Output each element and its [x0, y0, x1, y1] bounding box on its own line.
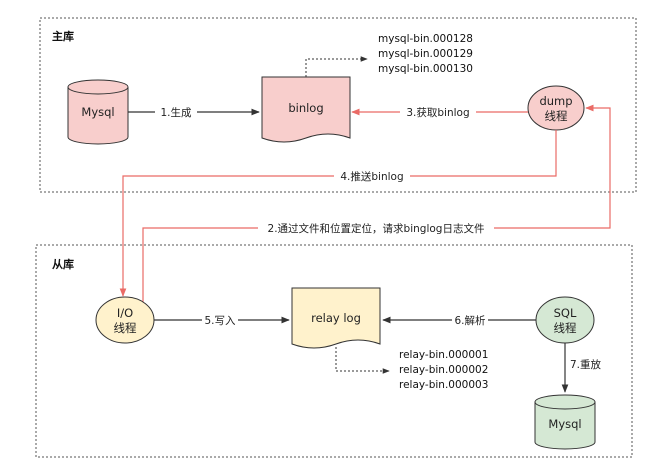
relay-file-3: relay-bin.000003 — [399, 379, 488, 391]
mysql-master-cylinder — [67, 79, 129, 145]
relay-file-2: relay-bin.000002 — [399, 364, 488, 376]
mysql-slave-cylinder — [534, 394, 596, 450]
edge-read-binlog-label: 3.获取binlog — [406, 107, 469, 119]
relay-files-connector — [335, 347, 390, 374]
io-thread-node — [95, 296, 155, 344]
binlog-document — [261, 76, 351, 143]
relay-file-1: relay-bin.000001 — [399, 349, 488, 361]
dump-thread-node — [527, 85, 585, 131]
edge-parse-label: 6.解析 — [454, 314, 486, 327]
binlog-file-3: mysql-bin.000130 — [378, 63, 473, 75]
binlog-label: binlog — [288, 101, 323, 115]
dump-thread-label-line2: 线程 — [545, 109, 568, 123]
mysql-master-label: Mysql — [81, 105, 114, 119]
binlog-files-connector — [305, 56, 368, 77]
relay-log-document — [291, 287, 381, 349]
binlog-file-2: mysql-bin.000129 — [378, 48, 473, 60]
dump-thread-label-line1: dump — [539, 94, 572, 108]
binlog-file-1: mysql-bin.000128 — [378, 33, 473, 45]
mysql-slave-label: Mysql — [548, 417, 581, 431]
io-thread-label-line2: 线程 — [114, 321, 137, 335]
edge-request — [142, 104, 611, 305]
edge-write-label: 5.写入 — [204, 315, 236, 327]
slave-region-label: 从库 — [52, 257, 74, 271]
sql-thread-node — [535, 296, 595, 344]
relay-log-label: relay log — [311, 311, 361, 325]
binlog-file-list: mysql-bin.000128 mysql-bin.000129 mysql-… — [378, 33, 473, 75]
edge-push-binlog — [119, 130, 557, 297]
edge-generate-label: 1.生成 — [160, 106, 192, 119]
master-region — [39, 17, 637, 193]
sql-thread-label-line1: SQL — [554, 306, 577, 320]
edge-replay-label: 7.重放 — [570, 358, 602, 371]
edge-request-label: 2.通过文件和位置定位，请求binglog日志文件 — [268, 222, 485, 235]
relay-file-list: relay-bin.000001 relay-bin.000002 relay-… — [399, 349, 488, 391]
master-region-label: 主库 — [52, 29, 74, 43]
sql-thread-label-line2: 线程 — [554, 321, 577, 335]
edge-push-binlog-label: 4.推送binlog — [340, 170, 403, 183]
io-thread-label-line1: I/O — [117, 306, 133, 320]
slave-region — [35, 244, 633, 458]
